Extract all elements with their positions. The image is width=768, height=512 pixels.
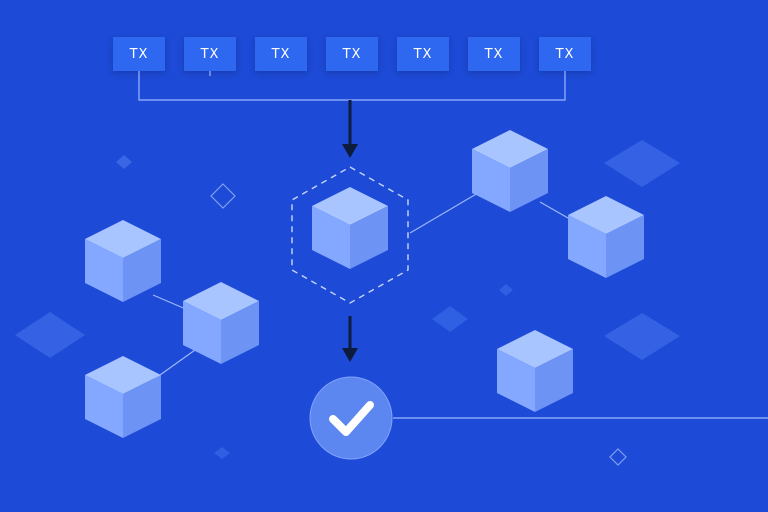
cube-icon [497,330,573,412]
check-circle-icon [309,376,393,460]
cube-icon [85,220,161,302]
tx-box-4: TX [326,37,378,71]
cube-icon [568,196,644,278]
cube-icon [472,130,548,212]
arrow-down-icon [342,100,358,158]
tx-box-6: TX [468,37,520,71]
tx-box-3: TX [255,37,307,71]
tx-box-7: TX [539,37,591,71]
cube-icon [183,282,259,364]
tx-bracket [138,71,566,101]
tx-box-5: TX [397,37,449,71]
decorative-diamonds [15,140,680,466]
tx-box-2: TX [184,37,236,71]
pending-block [291,166,409,304]
tx-box-1: TX [113,37,165,71]
cube-icon [85,356,161,438]
arrow-down-icon [342,316,358,362]
cube-icon [312,187,388,269]
